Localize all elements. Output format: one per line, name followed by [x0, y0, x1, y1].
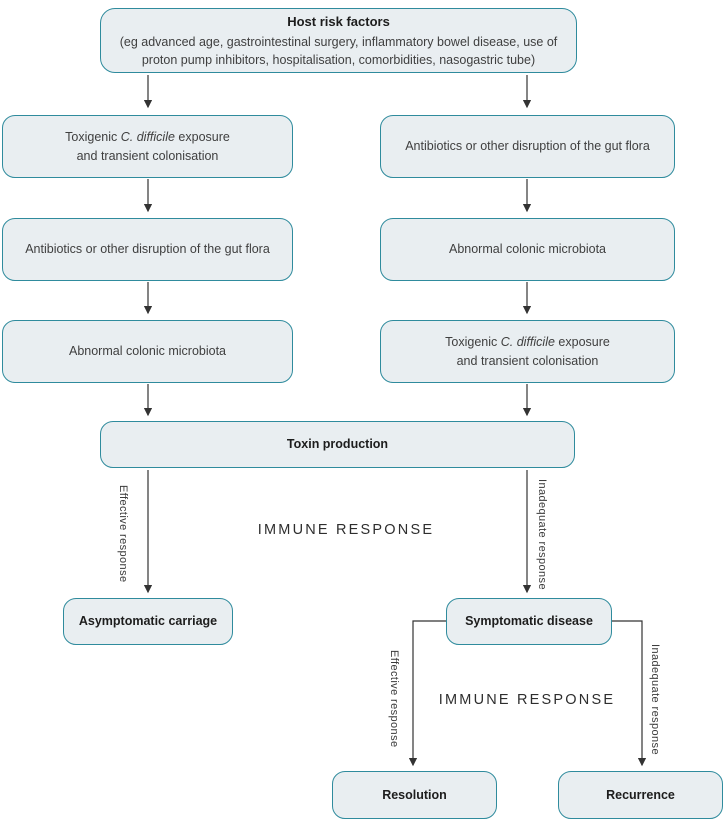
node-recurrence: Recurrence: [558, 771, 723, 819]
recurrence-label: Recurrence: [606, 787, 675, 802]
toxigenic-line2: and transient colonisation: [76, 148, 219, 163]
node-antibiotics-disruption-left: Antibiotics or other disruption of the g…: [2, 218, 293, 281]
node-antibiotics-disruption-right: Antibiotics or other disruption of the g…: [380, 115, 675, 178]
cdifficile-italic: C. difficile: [120, 129, 175, 144]
antibiotics-disruption-label: Antibiotics or other disruption of the g…: [25, 242, 270, 257]
toxigenic-pre: Toxigenic: [445, 334, 501, 349]
node-asymptomatic-carriage: Asymptomatic carriage: [63, 598, 233, 645]
node-host-risk-factors: Host risk factors (eg advanced age, gast…: [100, 8, 577, 73]
cdifficile-italic: C. difficile: [500, 334, 555, 349]
toxigenic-post: exposure: [174, 129, 230, 144]
node-abnormal-microbiota-right: Abnormal colonic microbiota: [380, 218, 675, 281]
node-toxin-production: Toxin production: [100, 421, 575, 468]
toxigenic-exposure-text: Toxigenic C. difficile exposure and tran…: [65, 128, 230, 166]
inadequate-response-label-lower: Inadequate response: [649, 644, 661, 755]
toxigenic-post: exposure: [554, 334, 610, 349]
toxigenic-pre: Toxigenic: [65, 129, 121, 144]
immune-response-label-upper: IMMUNE RESPONSE: [257, 522, 435, 538]
node-toxigenic-exposure-right: Toxigenic C. difficile exposure and tran…: [380, 320, 675, 383]
node-symptomatic-disease: Symptomatic disease: [446, 598, 612, 645]
effective-response-label-lower: Effective response: [388, 650, 400, 748]
effective-response-label-upper: Effective response: [117, 485, 129, 583]
inadequate-response-label-upper: Inadequate response: [536, 479, 548, 590]
abnormal-microbiota-label: Abnormal colonic microbiota: [448, 242, 606, 257]
abnormal-microbiota-label: Abnormal colonic microbiota: [68, 344, 226, 359]
host-risk-factors-subtitle: (eg advanced age, gastrointestinal surge…: [119, 35, 558, 68]
asymptomatic-carriage-label: Asymptomatic carriage: [78, 614, 218, 629]
resolution-label: Resolution: [382, 787, 447, 802]
node-toxigenic-exposure-left: Toxigenic C. difficile exposure and tran…: [2, 115, 293, 178]
node-resolution: Resolution: [332, 771, 497, 819]
host-risk-factors-title: Host risk factors: [287, 13, 390, 29]
toxigenic-line2: and transient colonisation: [456, 353, 599, 368]
symptomatic-disease-label: Symptomatic disease: [465, 614, 593, 629]
node-abnormal-microbiota-left: Abnormal colonic microbiota: [2, 320, 293, 383]
antibiotics-disruption-label: Antibiotics or other disruption of the g…: [405, 139, 650, 154]
toxigenic-exposure-text: Toxigenic C. difficile exposure and tran…: [445, 333, 610, 371]
immune-response-label-lower: IMMUNE RESPONSE: [438, 692, 616, 708]
toxin-production-label: Toxin production: [286, 437, 389, 452]
